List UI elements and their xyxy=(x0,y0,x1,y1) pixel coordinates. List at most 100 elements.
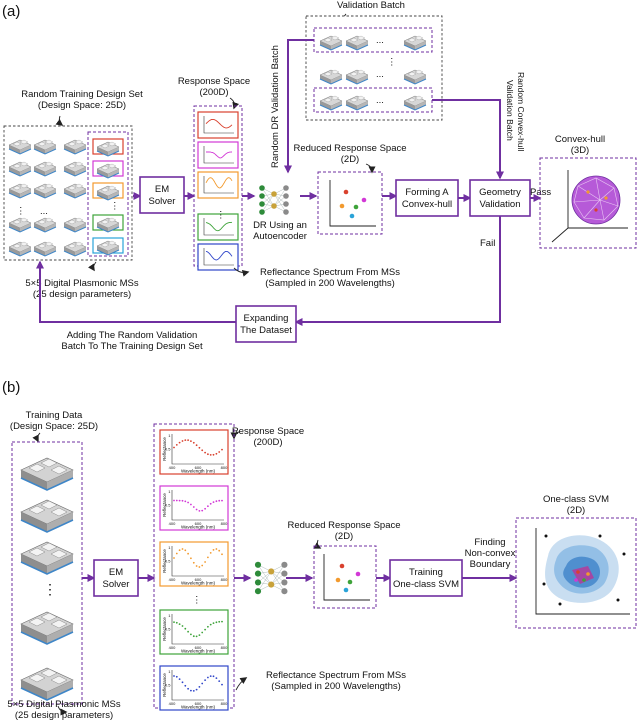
autoencoder-node xyxy=(283,185,289,191)
spectrum-point xyxy=(221,499,223,502)
reduced-points-b xyxy=(335,563,361,593)
vertical-ellipsis: ⋮ xyxy=(110,201,120,212)
autoencoder-sublabel: Autoencoder xyxy=(253,231,307,242)
reduced-space-subtitle-b: (2D) xyxy=(335,531,353,542)
autoencoder-node xyxy=(271,203,277,209)
spectrum-xlabel: Wavelength (nm) xyxy=(181,525,216,530)
spectrum-ytick: 1 xyxy=(168,433,171,438)
spectrum-point xyxy=(173,499,175,502)
vertical-ellipsis: ⋮ xyxy=(16,206,26,217)
spectrum-point xyxy=(221,553,223,556)
spectrum-point xyxy=(190,689,192,692)
spectrum-point xyxy=(175,499,178,502)
spectrum-ytick: 1 xyxy=(168,613,171,618)
spectrum-point xyxy=(215,621,218,624)
plasmonic-sublabel-b: (25 design parameters) xyxy=(15,710,113,720)
spectrum-frame xyxy=(159,485,229,531)
reflectance-label-b: Reflectance Spectrum From MSs xyxy=(266,670,406,681)
spectrum-point xyxy=(207,556,209,559)
autoencoder-edge xyxy=(271,564,285,585)
spectrum-ytick: 1 xyxy=(168,545,171,550)
scatter-axes xyxy=(329,180,376,227)
finding-label: Non-convex xyxy=(465,548,516,559)
spectrum-tick: 600 xyxy=(195,645,202,650)
spectrum-point xyxy=(184,500,187,503)
spectrum-point xyxy=(218,549,221,552)
finding-label: Finding xyxy=(474,537,505,548)
svm-boundary-icon xyxy=(535,528,630,615)
spectrum-point xyxy=(215,548,218,550)
autoencoder-node xyxy=(268,568,275,575)
training-set-subtitle: (Design Space: 25D) xyxy=(38,100,126,111)
spectrum-point xyxy=(181,625,184,627)
spectrum-xlabel: Wavelength (nm) xyxy=(181,469,216,474)
spectrum-point xyxy=(173,621,175,623)
autoencoder-node xyxy=(254,561,262,568)
spectrum-point xyxy=(181,548,184,550)
autoencoder-node xyxy=(281,579,288,586)
vertical-ellipsis: ⋮ xyxy=(387,57,397,68)
finding-label: Boundary xyxy=(470,559,511,570)
spectrum-point xyxy=(175,552,178,555)
ellipsis: ... xyxy=(376,35,384,46)
spectrum-point xyxy=(212,622,215,624)
spectrum-point xyxy=(218,451,221,453)
autoencoder-icon-b xyxy=(254,561,288,595)
spectrum-point xyxy=(195,444,198,447)
spectrum-point xyxy=(198,566,201,568)
convex-hull-box xyxy=(539,157,637,249)
autoencoder-node xyxy=(268,581,275,588)
spectrum-point xyxy=(198,634,201,636)
random-hull-batch-sublabel: Validation Batch xyxy=(505,80,515,141)
autoencoder-node xyxy=(259,193,265,199)
spectrum-point xyxy=(212,453,215,456)
convex-hull-subtitle: (3D) xyxy=(571,145,589,156)
spectrum-point xyxy=(192,561,195,564)
training-set-title: Random Training Design Set xyxy=(21,89,143,100)
em-solver-label: Solver xyxy=(149,196,176,207)
spectrum-xlabel: Wavelength (nm) xyxy=(181,581,216,586)
spectrum-point xyxy=(181,681,184,684)
expanding-label: The Dataset xyxy=(240,325,292,336)
autoencoder-node xyxy=(254,588,262,595)
spectrum-point xyxy=(221,620,223,623)
plasmonic-label: 5×5 Digital Plasmonic MSs xyxy=(25,278,139,289)
spectrum-frame xyxy=(159,609,229,655)
spectrum-point xyxy=(184,684,187,687)
em-solver-label-b: Solver xyxy=(103,579,130,590)
panel-a-label: (a) xyxy=(2,3,20,20)
spectrum-point xyxy=(215,452,218,455)
spectrum-point xyxy=(175,675,178,678)
spectrum-point xyxy=(178,549,181,552)
geometry-validation-label: Geometry xyxy=(479,187,521,198)
one-class-svm-title: One-class SVM xyxy=(543,494,609,505)
autoencoder-edge xyxy=(273,187,287,207)
spectrum-ytick: 0.5 xyxy=(165,627,171,632)
spectrum-point xyxy=(204,507,207,510)
pass-label: Pass xyxy=(530,187,551,198)
autoencoder-edge xyxy=(273,193,287,213)
convex-hull-title: Convex-hull xyxy=(555,134,605,145)
one-class-svm-box xyxy=(515,517,637,629)
training-svm-label: One-class SVM xyxy=(393,579,459,590)
training-selected-column xyxy=(87,131,129,257)
spectrum-frame xyxy=(197,171,239,199)
spectrum-point xyxy=(195,565,198,567)
reflectance-label: Reflectance Spectrum From MSs xyxy=(260,267,400,278)
autoencoder-node xyxy=(283,209,289,215)
spectrum-point xyxy=(204,679,207,681)
spectrum-point xyxy=(198,510,201,512)
spectrum-point xyxy=(201,564,204,567)
forming-hull-label: Convex-hull xyxy=(402,199,452,210)
spectrum-point xyxy=(175,621,178,624)
panel-b-label: (b) xyxy=(2,379,20,396)
spectrum-point xyxy=(204,451,207,454)
spectrum-point xyxy=(181,440,184,442)
spectrum-axes xyxy=(171,670,224,701)
autoencoder-label: DR Using an xyxy=(253,220,307,231)
spectrum-point xyxy=(195,635,198,638)
spectrum-point xyxy=(195,688,198,691)
spectrum-xlabel: Wavelength (nm) xyxy=(181,649,216,654)
autoencoder-edge xyxy=(261,193,275,213)
spectrum-tick: 800 xyxy=(221,577,228,582)
